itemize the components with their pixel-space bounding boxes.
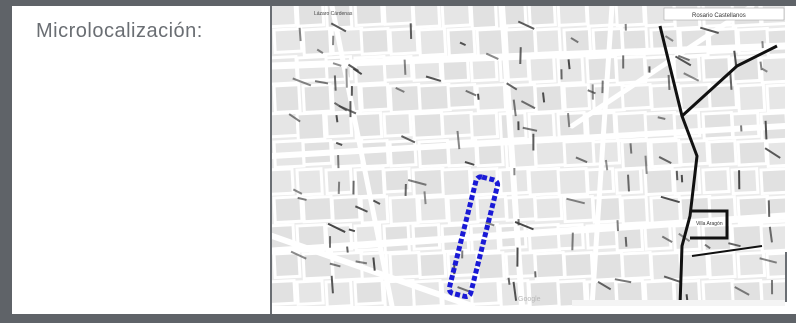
- column-divider: [270, 6, 272, 314]
- map-provider-mark: Google: [518, 296, 541, 303]
- map-badge: Rosario Castellanos: [663, 7, 785, 21]
- landmark-label: Villa Aragón: [696, 221, 723, 227]
- map-canvas: Rosario Castellanos Lázaro Cárdenas Vill…: [272, 6, 785, 306]
- location-map[interactable]: Rosario Castellanos Lázaro Cárdenas Vill…: [272, 6, 785, 306]
- bottom-border: [12, 314, 796, 323]
- top-border: [12, 0, 796, 6]
- left-border: [0, 0, 12, 323]
- highlighted-lot: [446, 174, 501, 300]
- section-title: Microlocalización:: [36, 20, 203, 42]
- map-badge-text: Rosario Castellanos: [692, 13, 746, 19]
- main-avenue: [658, 25, 778, 306]
- street-label-top: Lázaro Cárdenas: [314, 11, 353, 17]
- right-rule: [785, 252, 787, 302]
